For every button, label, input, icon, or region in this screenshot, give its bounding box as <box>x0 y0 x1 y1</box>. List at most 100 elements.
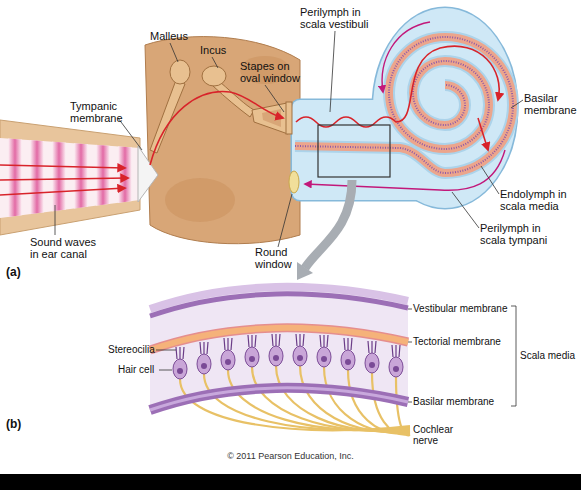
nucleus <box>297 355 303 361</box>
scala-media-bracket <box>511 306 516 406</box>
hair-cell <box>221 350 235 370</box>
nucleus <box>201 363 207 369</box>
leader-line <box>55 205 56 235</box>
basilar-membrane <box>295 37 513 173</box>
nucleus <box>249 356 255 362</box>
stereocilia <box>176 334 400 359</box>
nucleus <box>273 355 279 361</box>
hair-cell <box>173 359 187 379</box>
sound-wave <box>118 130 132 230</box>
stereocilia-bundle <box>344 338 352 350</box>
sound-wave <box>52 130 66 230</box>
basilar-membrane <box>150 388 408 410</box>
part-label: Vestibular membrane <box>413 303 508 314</box>
leader-line <box>156 350 176 351</box>
leader-line <box>481 166 499 194</box>
malleus-handle <box>150 80 185 153</box>
middle-ear-bone <box>145 37 300 244</box>
nerve-fibers <box>180 366 410 435</box>
hair-cell <box>245 347 259 367</box>
hair-cell <box>293 346 307 366</box>
vibration-path <box>150 92 283 165</box>
nucleus <box>345 359 351 365</box>
stereocilia-bundle <box>248 335 256 347</box>
sound-arrow <box>0 188 125 195</box>
hair-cells <box>173 346 403 379</box>
part-label: Basilar membrane <box>524 92 580 116</box>
tympanic-membrane <box>138 146 158 202</box>
leader-line <box>408 309 412 310</box>
stereocilia-bundle <box>368 341 376 353</box>
leader-line <box>408 342 412 343</box>
leader-line <box>452 192 479 228</box>
malleus-head <box>170 60 190 84</box>
part-label: Stapes on oval window <box>240 60 300 84</box>
part-label: Malleus <box>150 30 188 42</box>
sound-arrow <box>0 165 125 168</box>
sound-arrow <box>0 178 128 180</box>
nucleus <box>177 368 183 374</box>
nerve-fiber <box>204 374 410 430</box>
nucleus <box>225 359 231 365</box>
hair-cell <box>197 354 211 374</box>
leader-line <box>278 194 292 247</box>
nucleus <box>369 362 375 368</box>
part-label: Tectorial membrane <box>413 336 501 347</box>
part-label: Incus <box>200 44 226 56</box>
leader-line <box>408 402 412 403</box>
stereocilia-bundle <box>272 334 280 346</box>
leader-line <box>159 370 172 371</box>
nuclei <box>177 355 399 374</box>
stereocilia-bundle <box>224 338 232 350</box>
hair-cell <box>269 346 283 366</box>
stereocilia-bundle <box>320 335 328 347</box>
hair-cell <box>317 347 331 367</box>
scala-media <box>295 37 513 173</box>
nerve-fiber <box>396 377 410 435</box>
stereocilia-bundle <box>296 334 304 346</box>
nucleus <box>321 356 327 362</box>
nucleus <box>393 366 399 372</box>
basilar-membrane-core <box>150 388 408 410</box>
leader-lines <box>156 306 516 406</box>
part-label: Scala media <box>520 350 575 361</box>
bone-shading <box>165 178 235 222</box>
part-label: Round window <box>255 246 300 270</box>
zoom-box <box>318 125 390 177</box>
zoom-arrow <box>305 180 352 268</box>
hair-cell <box>341 350 355 370</box>
scala-shading <box>295 37 513 173</box>
copyright-note: © 2011 Pearson Education, Inc. <box>0 452 581 462</box>
part-label: Endolymph in scala media <box>500 188 572 212</box>
vestibular-membrane <box>150 294 408 316</box>
leader-lines <box>55 31 523 247</box>
zoom-arrow-head <box>297 262 313 280</box>
incus-body <box>202 66 226 86</box>
part-label: Basilar membrane <box>413 396 494 407</box>
pressure-wave <box>478 118 488 150</box>
pressure-wave <box>296 46 499 127</box>
sound-wave <box>74 130 88 230</box>
stapes-opening <box>262 109 281 127</box>
part-label: Sound waves in ear canal <box>30 236 102 260</box>
part-label: Perilymph in scala tympani <box>480 222 552 246</box>
leader-line <box>330 31 335 112</box>
scala-media-space <box>150 290 408 410</box>
part-label: Tympanic membrane <box>70 100 130 124</box>
panel-letter: (b) <box>6 418 21 431</box>
fluid-arrow <box>382 22 430 92</box>
oval-window <box>286 102 292 134</box>
leader-line <box>170 43 178 62</box>
bottom-bar <box>0 474 581 490</box>
part-label: Cochlear nerve <box>413 424 461 446</box>
fluid-arrow <box>305 150 505 190</box>
round-window <box>289 171 299 193</box>
leader-line <box>511 100 523 108</box>
part-label: Stereocilia <box>108 344 155 355</box>
stereocilia-bundle <box>392 345 400 357</box>
leader-line <box>265 85 284 112</box>
part-label: Hair cell <box>118 364 154 375</box>
leader-line <box>212 57 218 68</box>
